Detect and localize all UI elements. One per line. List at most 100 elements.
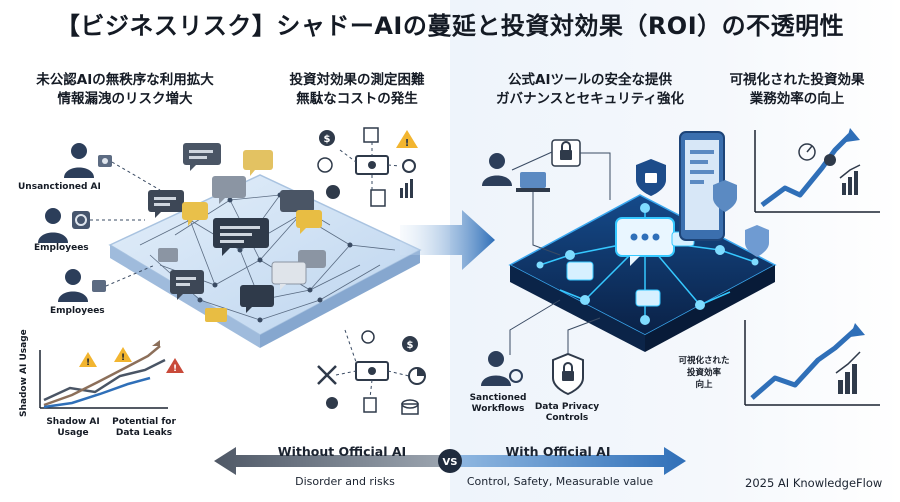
data-leaks-label: Potential for Data Leaks: [104, 417, 184, 439]
chat-bubble-icon: [271, 261, 307, 290]
chat-bubble-icon: [240, 285, 274, 313]
credit-text: 2025 AI KnowledgeFlow: [745, 476, 883, 490]
right-heading-1-line-2: ガバナンスとセキュリティ強化: [496, 91, 684, 107]
chat-bubble-icon: [213, 218, 269, 256]
chat-bubble-icon: [158, 248, 178, 262]
warning-icon: [166, 358, 184, 373]
svg-text:!: !: [86, 358, 90, 368]
right-heading-1: 公式AIツールの安全な提供 ガバナンスとセキュリティ強化: [480, 71, 700, 109]
left-heading-2-line-2: 無駄なコストの発生: [296, 91, 418, 107]
employee-avatar-3: [58, 269, 106, 302]
svg-text:!: !: [173, 364, 177, 374]
chat-bubble-icon: [148, 190, 184, 218]
coin-icon: [402, 336, 418, 352]
small-roi-label: 可視化された 投資効率 向上: [668, 355, 740, 391]
with-official-ai-arrow: [460, 447, 686, 475]
vs-badge-text: VS: [443, 457, 458, 468]
shadow-ai-usage-chart: ! ! !: [39, 340, 184, 409]
bar-chart-icon: [400, 188, 403, 198]
chart-line-grey: [43, 358, 166, 402]
chat-bubble-icon: [182, 202, 208, 226]
left-heading-1: 未公認AIの無秩序な利用拡大 情報漏洩のリスク増大: [20, 71, 230, 109]
piggy-bank-icon: [326, 397, 338, 409]
svg-text:$: $: [324, 134, 331, 145]
connector-lines-right: [511, 151, 611, 256]
dashed-connectors-cost: [339, 142, 401, 190]
data-privacy-lock-icon: [552, 352, 584, 396]
right-heading-2-line-1: 可視化された投資効果: [729, 72, 865, 88]
unsanctioned-ai-label: Unsanctioned AI: [18, 182, 101, 192]
svg-text:!: !: [121, 353, 125, 363]
chat-bubble-icon: [170, 270, 204, 300]
control-safety-caption: Control, Safety, Measurable value: [466, 475, 654, 488]
roi-chart-top: [754, 128, 880, 213]
chart-line-rising: [750, 328, 857, 400]
sanctioned-workflows-label-line-1: Sanctioned: [469, 393, 527, 403]
central-ai-chat-hub: [615, 217, 675, 266]
connector-lines-bottom-right: [509, 299, 601, 355]
bar-chart-icon: [842, 183, 846, 195]
coin-icon: [319, 130, 335, 146]
coin-icon: [824, 154, 836, 166]
lock-icon: [551, 139, 581, 167]
shield-icon: [636, 159, 666, 196]
without-official-ai-arrow: [214, 447, 440, 475]
chat-bubble-icon: [566, 261, 594, 281]
coins-icon: [317, 157, 333, 173]
network-nodes: [187, 192, 353, 323]
document-icon: [370, 189, 386, 207]
employee-avatar-2: [38, 208, 90, 243]
exchange-icon: [363, 127, 379, 143]
maintenance-icons-cluster: $: [317, 330, 426, 415]
page-title: 【ビジネスリスク】シャドーAIの蔓延と投資対効果（ROI）の不透明性: [55, 12, 845, 40]
small-roi-label-line-3: 向上: [695, 380, 713, 390]
gauge-icon: [798, 143, 816, 161]
employees-label-2: Employees: [50, 306, 105, 316]
chat-bubble-icon: [243, 150, 273, 176]
right-secure-platform: [508, 194, 777, 352]
warning-icon: [79, 352, 97, 367]
svg-text:$: $: [407, 340, 414, 351]
small-roi-label-line-2: 投資効率: [686, 368, 721, 378]
shield-icon: [745, 225, 769, 257]
chat-bubbles-left: [148, 143, 326, 322]
vs-badge: [438, 449, 462, 473]
without-official-ai-label: Without Official AI: [277, 444, 407, 459]
svg-text:!: !: [405, 138, 410, 149]
sanctioned-workflows-label-line-2: Workflows: [471, 404, 525, 414]
roi-chart-bottom: [744, 320, 880, 406]
gear-icon: [361, 330, 375, 344]
shield-icon: [713, 180, 737, 212]
chat-bubble-icon: [205, 308, 227, 322]
dashed-connectors-left: [90, 161, 161, 287]
data-privacy-label-line-2: Controls: [545, 413, 589, 423]
chart-y-axis-label: Shadow AI Usage: [19, 329, 29, 417]
with-official-ai-label: With Official AI: [505, 444, 611, 459]
left-heading-1-line-1: 未公認AIの無秩序な利用拡大: [36, 72, 214, 88]
chat-bubble-icon: [296, 210, 322, 234]
warning-icon: [396, 130, 418, 148]
chat-bubble-icon: [635, 289, 661, 307]
right-heading-2-line-2: 業務効率の向上: [749, 91, 845, 107]
employees-label-1: Employees: [34, 243, 89, 253]
user-at-laptop-icon: [482, 153, 550, 192]
employee-avatar-1: [64, 143, 112, 178]
chart-line-rising: [760, 133, 852, 208]
data-leaks-label-line-2: Data Leaks: [115, 428, 173, 438]
bar-chart-icon: [838, 380, 843, 394]
shadow-ai-usage-label-line-2: Usage: [57, 428, 89, 438]
right-heading-2: 可視化された投資効果 業務効率の向上: [712, 71, 882, 109]
sanctioned-workflows-label: Sanctioned Workflows: [468, 393, 528, 415]
data-privacy-label: Data Privacy Controls: [532, 402, 602, 424]
chat-bubble-icon: [183, 143, 221, 171]
disorder-and-risks-caption: Disorder and risks: [295, 475, 395, 488]
shadow-ai-usage-label-line-1: Shadow AI: [46, 417, 100, 427]
shadow-ai-usage-label: Shadow AI Usage: [38, 417, 108, 439]
chart-line-brown: [43, 345, 161, 407]
gear-icon: [402, 159, 416, 173]
left-heading-2-line-1: 投資対効果の測定困難: [289, 72, 425, 88]
left-heading-2: 投資対効果の測定困難 無駄なコストの発生: [262, 71, 452, 109]
transition-arrow: [400, 210, 495, 270]
